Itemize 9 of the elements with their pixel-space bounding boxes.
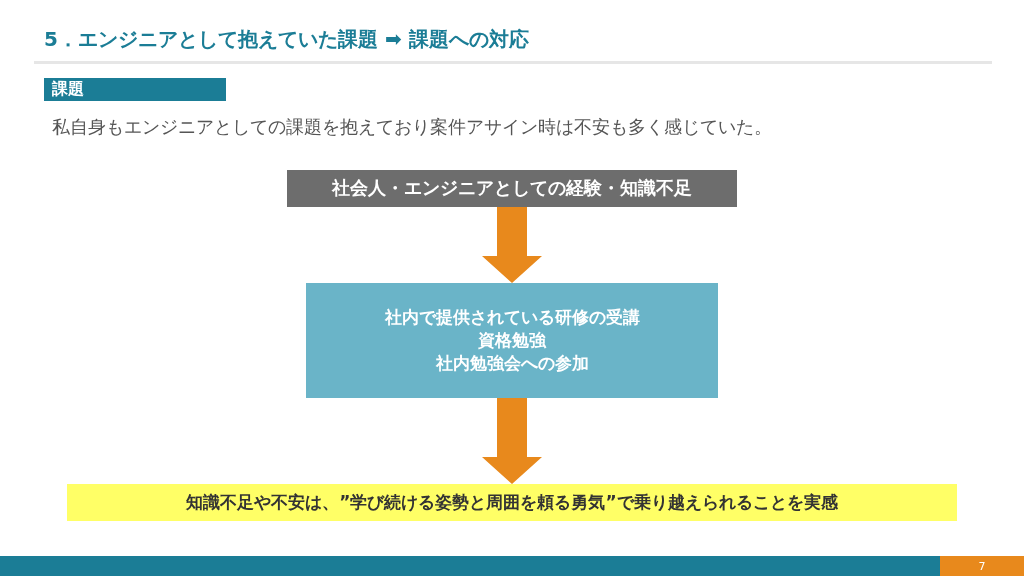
section-tag: 課題 — [44, 78, 226, 101]
problem-box: 社会人・エンジニアとしての経験・知識不足 — [287, 170, 737, 207]
intro-sentence: 私自身もエンジニアとしての課題を抱えており案件アサイン時は不安も多く感じていた。 — [52, 115, 773, 139]
page-number: 7 — [940, 556, 1024, 576]
slide-title: 5．エンジニアとして抱えていた課題 ➡ 課題への対応 — [44, 26, 529, 53]
conclusion-box: 知識不足や不安は、”学び続ける姿勢と周囲を頼る勇気”で乗り越えられることを実感 — [67, 484, 957, 521]
action-box: 社内で提供されている研修の受講 資格勉強 社内勉強会への参加 — [306, 283, 718, 398]
block-arrow — [482, 207, 542, 283]
block-arrow — [482, 398, 542, 484]
